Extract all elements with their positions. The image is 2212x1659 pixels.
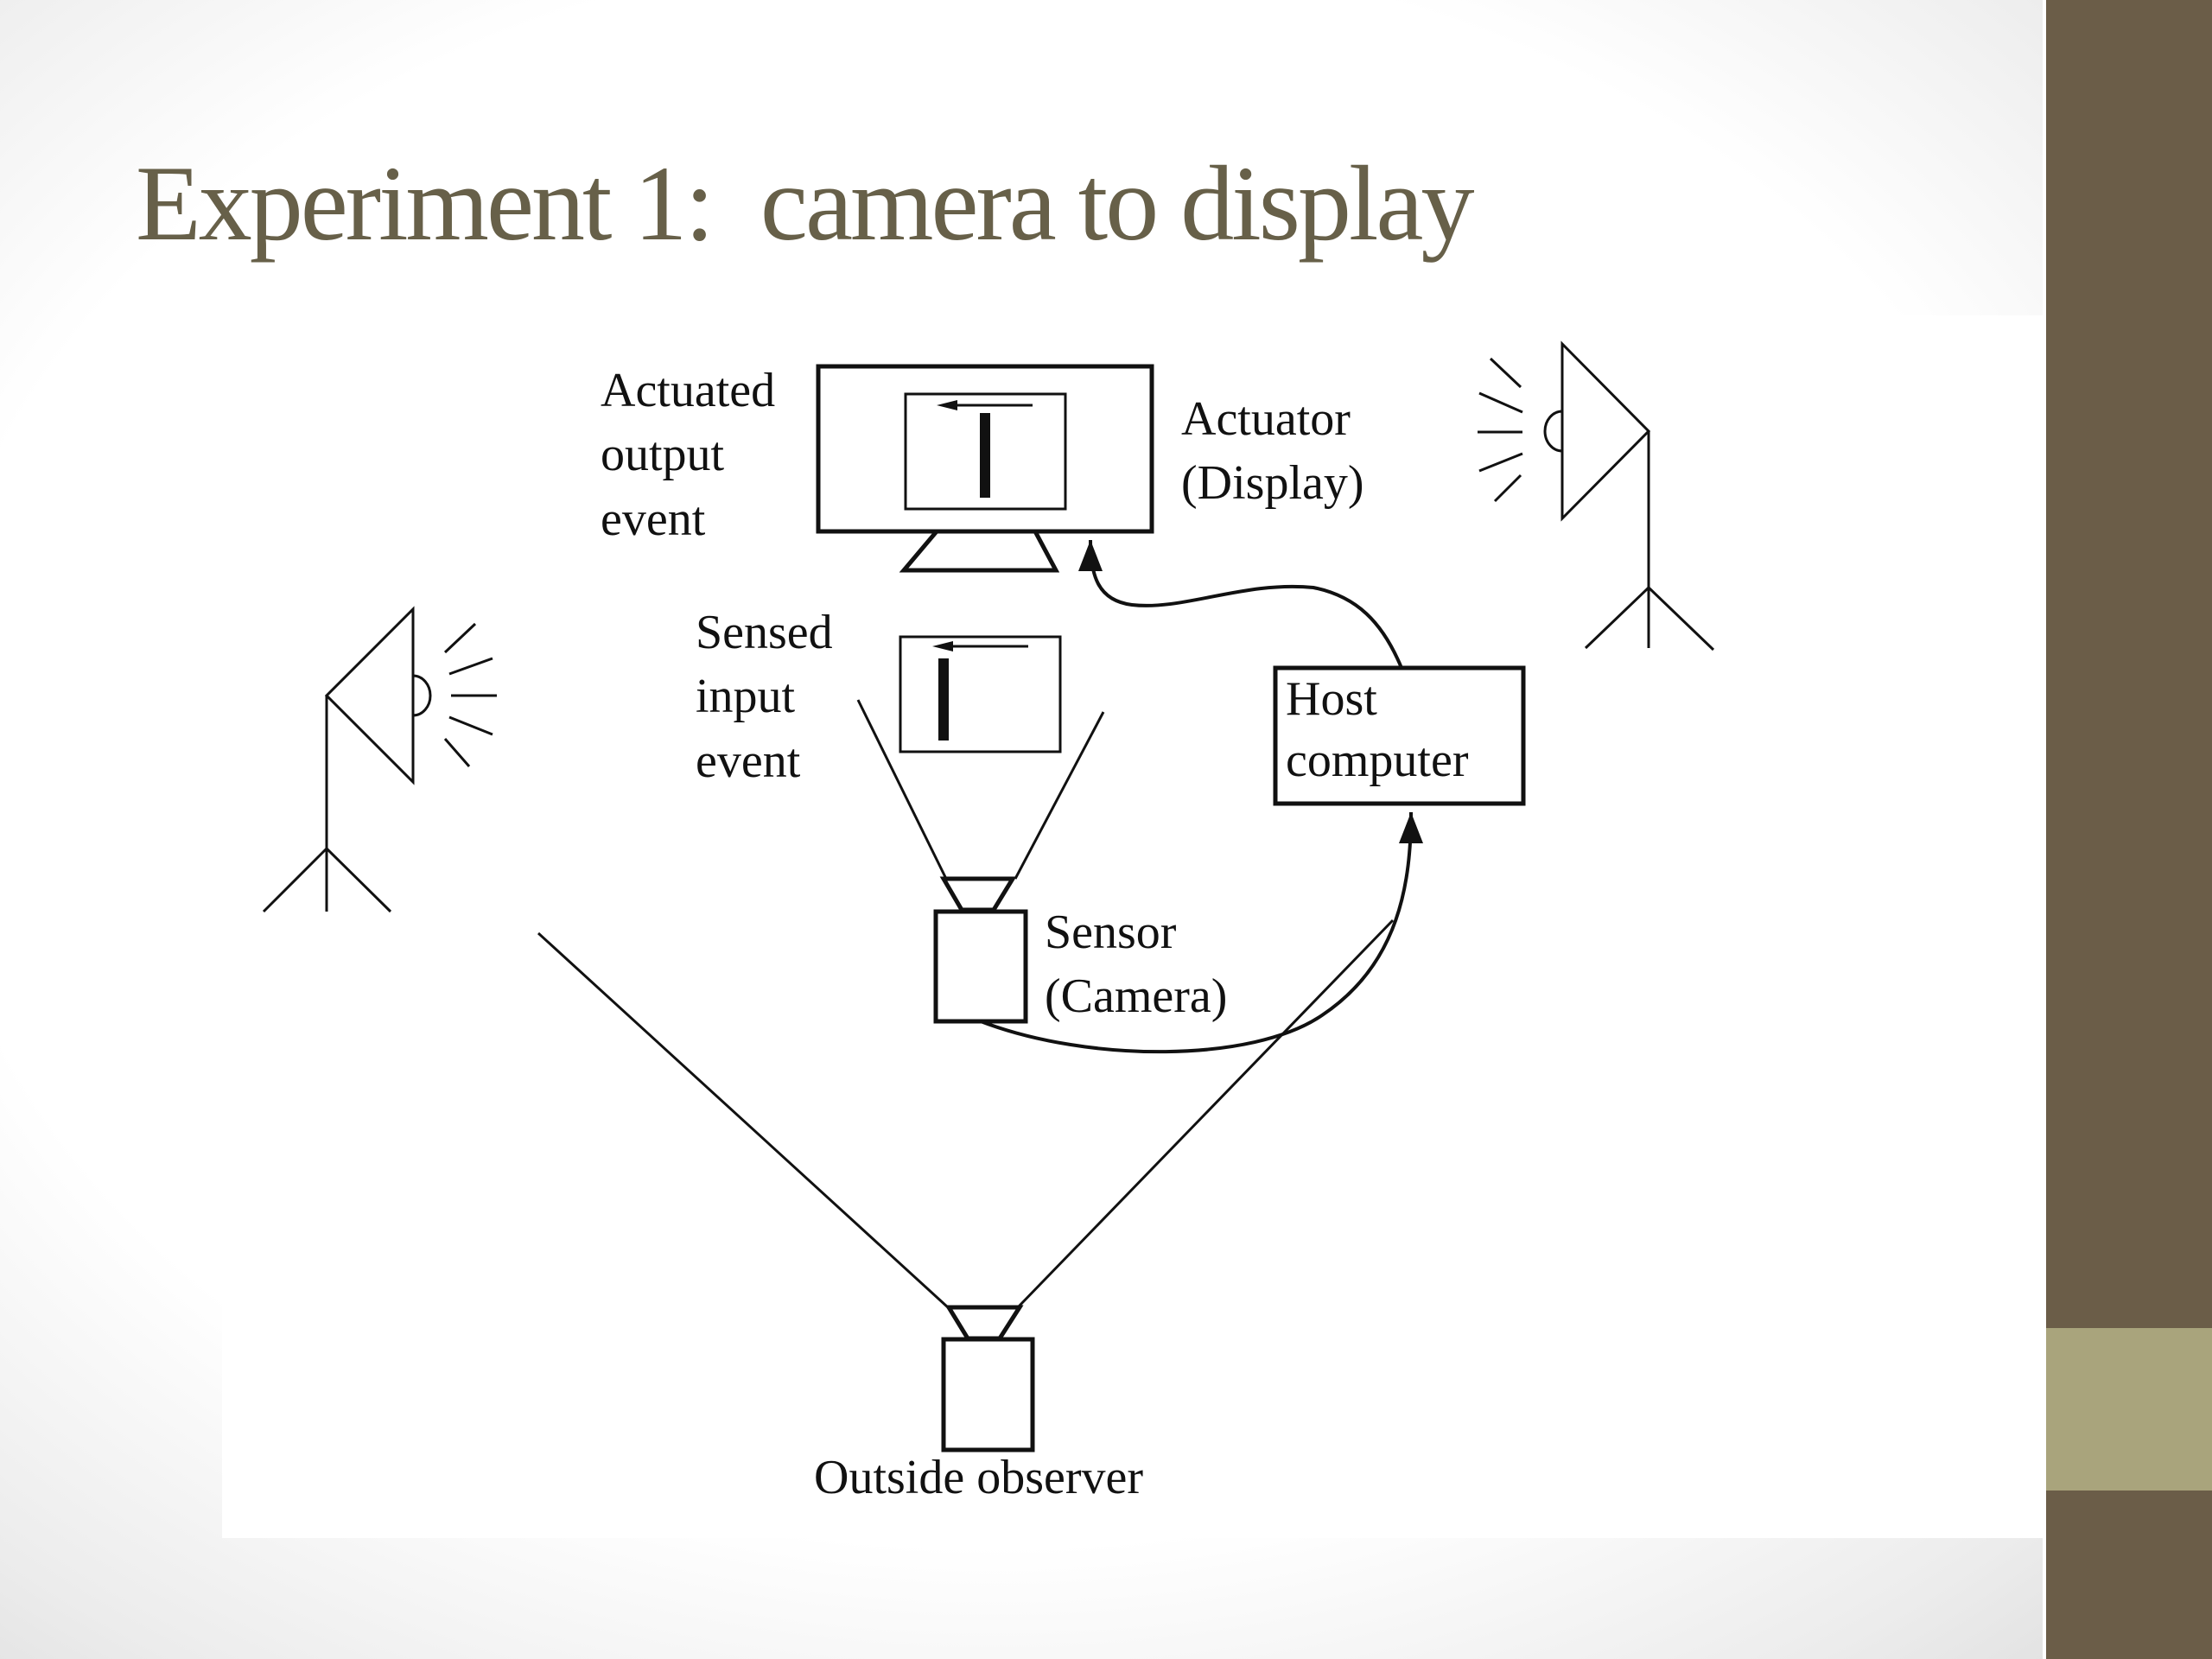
sensed-input-label: Sensed input event [696,606,845,788]
experiment-diagram: Actuated output event Actuator (Display)… [262,340,1715,1504]
sensed-label-line1: Sensed [696,606,833,659]
sensor-label-line2: (Camera) [1045,969,1227,1023]
outside-observer-label: Outside observer [814,1451,1143,1504]
right-light-bulb [1543,410,1563,453]
sensed-label-line2: input [696,670,796,723]
side-bar-accent [2046,1328,2212,1491]
output-motion-arrowhead [937,400,957,410]
actuator-display-label: Actuator (Display) [1181,392,1364,510]
actuated-label-line2: output [601,428,725,481]
camera-view-left [856,699,948,880]
host-to-display-arrow [1078,539,1403,669]
observer-view-left [537,931,950,1309]
actuator-label-line2: (Display) [1181,456,1364,510]
host-computer-box [1273,665,1526,806]
observer-body [941,1337,1035,1452]
left-light-stand [262,606,497,913]
right-light-reflector [1560,340,1651,522]
actuated-output-label: Actuated output event [601,364,787,546]
sensed-label-line3: event [696,734,801,788]
host-computer-label: Host computer [1286,672,1469,787]
camera-view-right [1014,711,1105,880]
left-light-bulb [412,674,432,717]
sensed-frame [899,635,1062,753]
sensor-camera-label: Sensor (Camera) [1045,906,1227,1023]
monitor-screen [904,392,1067,511]
left-light-reflector [324,606,415,785]
host-label-line1: Host [1286,672,1377,726]
sensed-screen [899,635,1062,753]
side-bar-edge [2043,0,2046,1659]
figure-panel: Actuated output event Actuator (Display)… [222,315,2045,1538]
actuated-label-line1: Actuated [601,364,775,417]
camera-lens [939,876,1017,912]
host-label-line2: computer [1286,734,1469,787]
observer-lens [944,1305,1024,1341]
camera-to-host-arrow [980,811,1423,1054]
actuated-label-line3: event [601,493,706,546]
input-motion-arrowhead [932,641,953,652]
camera-body [933,909,1028,1024]
right-light-stand [1478,340,1715,652]
observer-camera [537,918,1395,1452]
display-monitor [816,364,1154,573]
observer-view-right [1016,918,1395,1309]
monitor-stand [899,529,1060,573]
slide-title: Experiment 1: camera to display [136,144,1474,263]
actuator-label-line1: Actuator [1181,392,1351,446]
sensor-label-line1: Sensor [1045,906,1177,959]
